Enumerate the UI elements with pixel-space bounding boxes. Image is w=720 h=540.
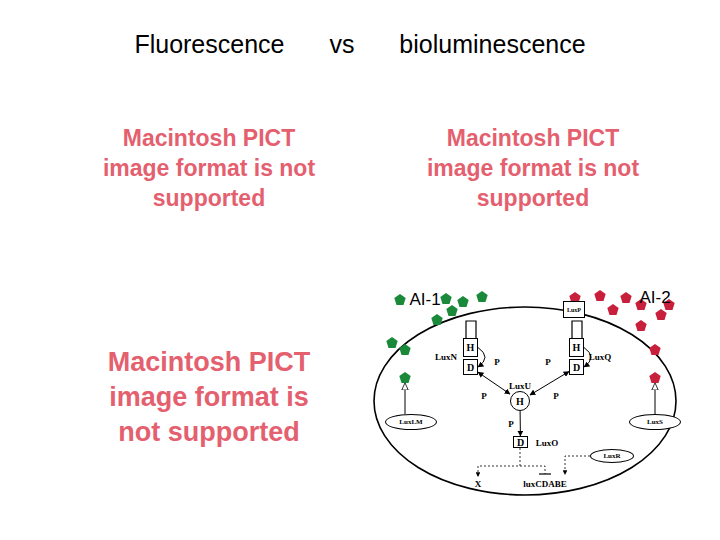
node-text: H	[516, 396, 524, 407]
protein-oval: LuxLM	[385, 414, 437, 430]
domain-box: H	[463, 338, 478, 357]
signal-connector	[478, 348, 485, 368]
slide-title: Fluorescence vs bioluminescence	[0, 30, 720, 59]
domain-box: D	[513, 436, 528, 448]
protein-oval: LuxS	[629, 414, 681, 430]
autoinducer-pentagon	[476, 291, 487, 302]
autoinducer-label: AI-2	[639, 288, 670, 308]
diagram-label: LuxQ	[589, 352, 612, 362]
placeholder-notice: Macintosh PICT image format is not suppo…	[89, 345, 329, 450]
autoinducer-pentagon	[431, 314, 442, 325]
cell-outline	[374, 307, 676, 495]
domain-box: LuxP	[563, 301, 585, 318]
diagram-label: LuxU	[509, 381, 531, 391]
autoinducer-label: AI-1	[409, 290, 440, 310]
signal-connector	[520, 411, 521, 436]
signal-connector	[530, 372, 569, 396]
node-text: D	[467, 362, 474, 373]
diagram-label: luxCDABE	[523, 479, 567, 489]
synthesis-arrow	[655, 386, 656, 414]
autoinducer-pentagon	[440, 293, 451, 304]
node-text: LuxR	[603, 452, 620, 460]
diagram-label: P	[481, 391, 487, 401]
autoinducer-pentagon	[394, 294, 405, 305]
autoinducer-pentagon	[649, 344, 660, 355]
diagram-label: LuxO	[536, 438, 559, 448]
diagram-label: X	[475, 479, 482, 489]
autoinducer-pentagon	[457, 296, 468, 307]
placeholder-notice: Macintosh PICT image format is not suppo…	[94, 123, 324, 213]
autoinducer-pentagon	[620, 292, 631, 303]
repression-bar	[539, 473, 551, 474]
diagram-label: P	[545, 357, 551, 367]
synthesis-arrow	[405, 386, 406, 414]
autoinducer-pentagon	[655, 309, 666, 320]
autoinducer-pentagon	[594, 290, 605, 301]
autoinducer-molecules	[386, 290, 674, 383]
domain-box: H	[569, 338, 584, 357]
autoinducer-pentagon	[386, 337, 397, 348]
node-text: D	[517, 437, 524, 448]
node-text: LuxS	[647, 418, 663, 426]
domain-box: D	[569, 359, 584, 375]
node-text: D	[573, 362, 580, 373]
protein-oval: LuxR	[590, 449, 634, 463]
placeholder-notice: Macintosh PICT image format is not suppo…	[418, 123, 648, 213]
node-text: H	[573, 342, 581, 353]
autoinducer-pentagon	[399, 372, 410, 383]
autoinducer-pentagon	[607, 304, 618, 315]
regulation-line	[478, 448, 520, 476]
node-text: LuxP	[567, 307, 581, 313]
autoinducer-pentagon	[399, 344, 410, 355]
luxq-stem	[572, 321, 582, 338]
node-text: LuxLM	[399, 418, 422, 426]
domain-circle: H	[510, 391, 530, 411]
activation-line	[565, 456, 590, 474]
domain-box: D	[463, 359, 478, 375]
diagram-label: P	[508, 419, 514, 429]
autoinducer-pentagon	[635, 320, 646, 331]
autoinducer-pentagon	[649, 372, 660, 383]
node-text: H	[467, 342, 475, 353]
luxn-stem	[466, 321, 476, 338]
diagram-label: P	[494, 357, 500, 367]
diagram-label: LuxN	[435, 352, 457, 362]
autoinducer-pentagon	[446, 305, 457, 316]
signal-connector	[478, 372, 510, 394]
repression-line	[520, 466, 545, 474]
diagram-label: P	[553, 391, 559, 401]
